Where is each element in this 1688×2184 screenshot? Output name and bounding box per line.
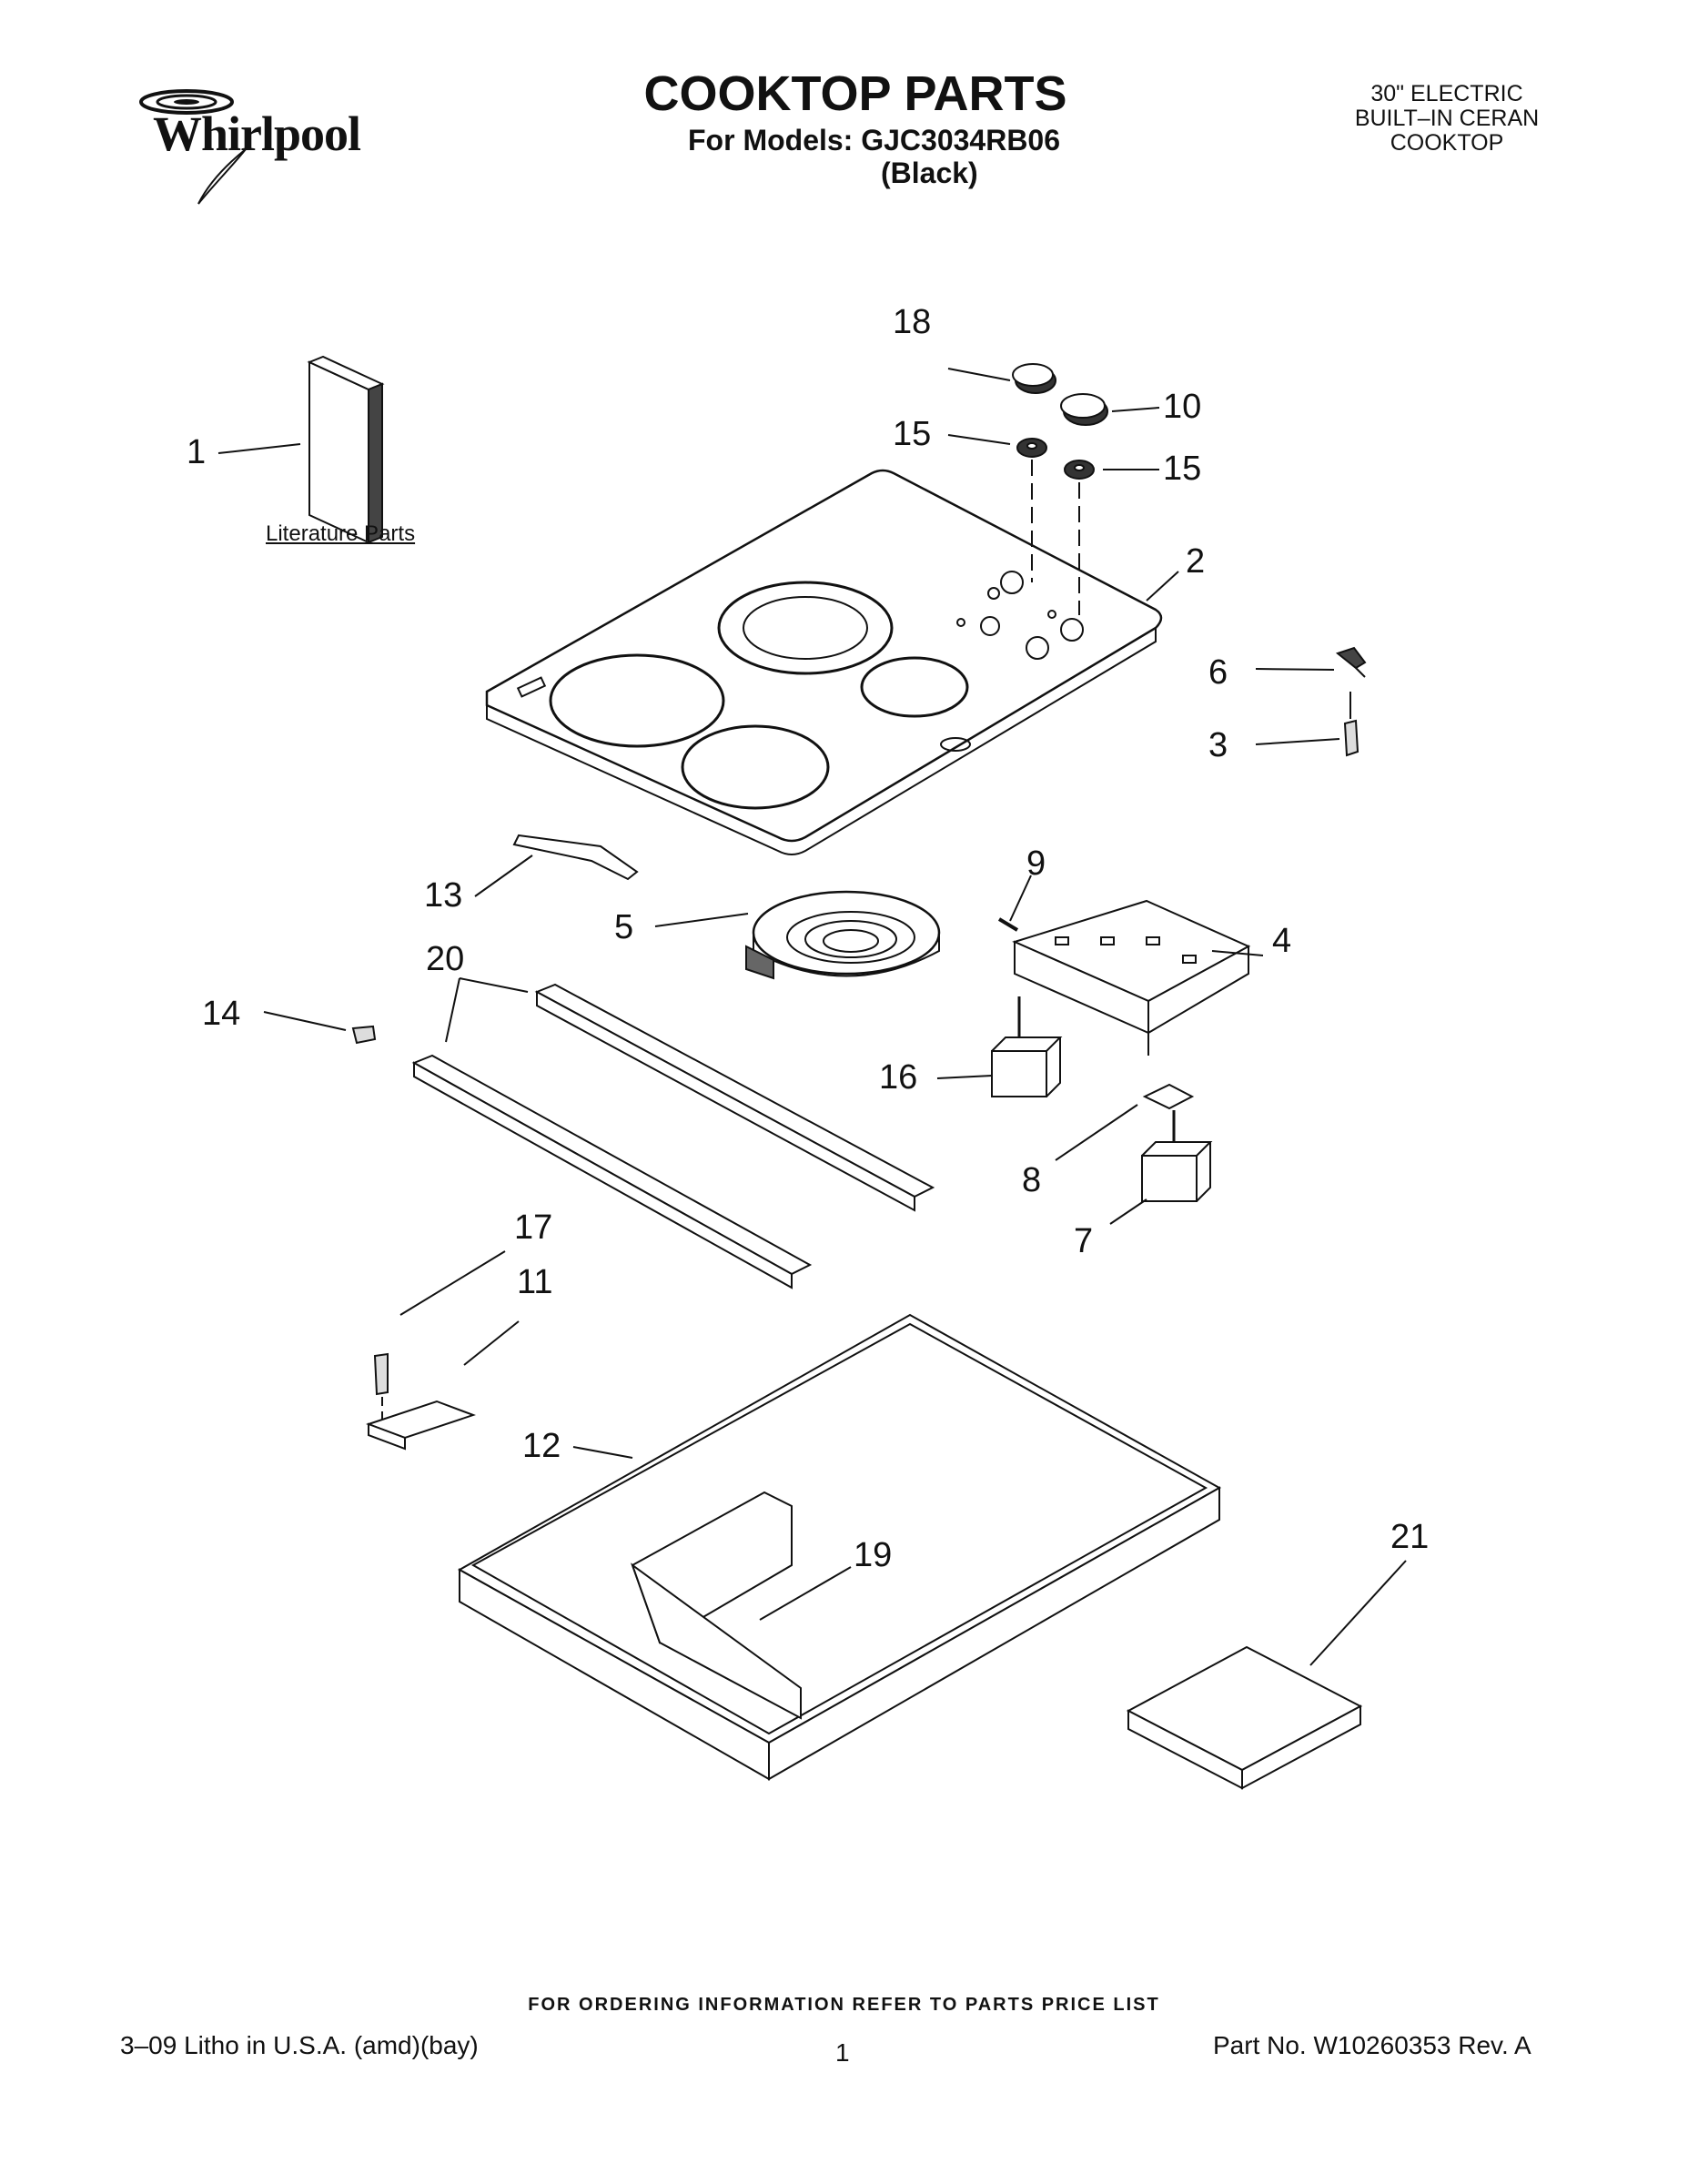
callout-7: 7 (1074, 1222, 1094, 1260)
trim-strip-drawing (514, 835, 637, 879)
clip-and-screw-drawing (1338, 648, 1365, 755)
page-title: COOKTOP PARTS (643, 66, 1067, 121)
callout-15b: 15 (1163, 450, 1202, 488)
description-line: 30" ELECTRIC (1370, 81, 1523, 106)
callout-3: 3 (1208, 726, 1228, 764)
control-knobs-drawing (1013, 364, 1107, 615)
callout-8: 8 (1022, 1161, 1042, 1199)
logo-swirl-icon (139, 89, 234, 115)
description-line: BUILT–IN CERAN (1354, 106, 1540, 131)
callout-9: 9 (1026, 844, 1046, 883)
callout-15a: 15 (893, 415, 932, 453)
product-description: 30" ELECTRIC BUILT–IN CERAN COOKTOP (1292, 82, 1602, 156)
callout-16: 16 (879, 1058, 918, 1097)
literature-booklet-drawing (309, 357, 382, 542)
ordering-note: FOR ORDERING INFORMATION REFER TO PARTS … (528, 1995, 1160, 2015)
litho-text: 3–09 Litho in U.S.A. (amd)(bay) (120, 2031, 479, 2059)
wire-drawing (999, 919, 1017, 930)
models-line: For Models: GJC3034RB06 (688, 124, 1061, 157)
page-title-block: COOKTOP PARTS (637, 67, 1074, 120)
heat-shield-drawing (632, 1492, 801, 1718)
callout-21: 21 (1390, 1518, 1430, 1556)
callout-18: 18 (893, 303, 932, 341)
leader-lines (218, 369, 1406, 1665)
callout-2: 2 (1186, 542, 1206, 581)
logo-tail-icon (197, 148, 247, 205)
support-bracket-drawing (1128, 1647, 1360, 1788)
callout-5: 5 (614, 908, 634, 946)
callout-6: 6 (1208, 653, 1228, 692)
switch-bracket-drawing (1015, 901, 1248, 1056)
callout-11: 11 (517, 1263, 553, 1301)
brand-name: Whirlpool (153, 106, 361, 161)
callout-19: 19 (854, 1536, 893, 1574)
screw-drawing (353, 1026, 375, 1043)
infinite-switch-drawing (992, 996, 1210, 1201)
bracket-and-screw-drawing (369, 1354, 473, 1449)
callout-12: 12 (522, 1427, 561, 1465)
part-number: Part No. W10260353 Rev. A (1213, 2031, 1531, 2059)
cooktop-box-drawing (460, 1315, 1219, 1779)
callout-14: 14 (202, 995, 241, 1033)
callout-20: 20 (426, 940, 465, 978)
callout-13: 13 (424, 876, 463, 915)
color-line: (Black) (881, 157, 978, 189)
description-line: COOKTOP (1390, 130, 1504, 156)
page-number: 1 (835, 2038, 850, 2067)
callout-4: 4 (1272, 922, 1292, 960)
cooktop-glass-drawing (487, 470, 1161, 854)
callout-17: 17 (514, 1208, 553, 1247)
radiant-element-drawing (746, 892, 939, 978)
callout-1: 1 (187, 433, 207, 471)
callout-10: 10 (1163, 388, 1202, 426)
literature-parts-label: Literature Parts (266, 521, 416, 546)
mounting-rails-drawing (414, 985, 933, 1288)
